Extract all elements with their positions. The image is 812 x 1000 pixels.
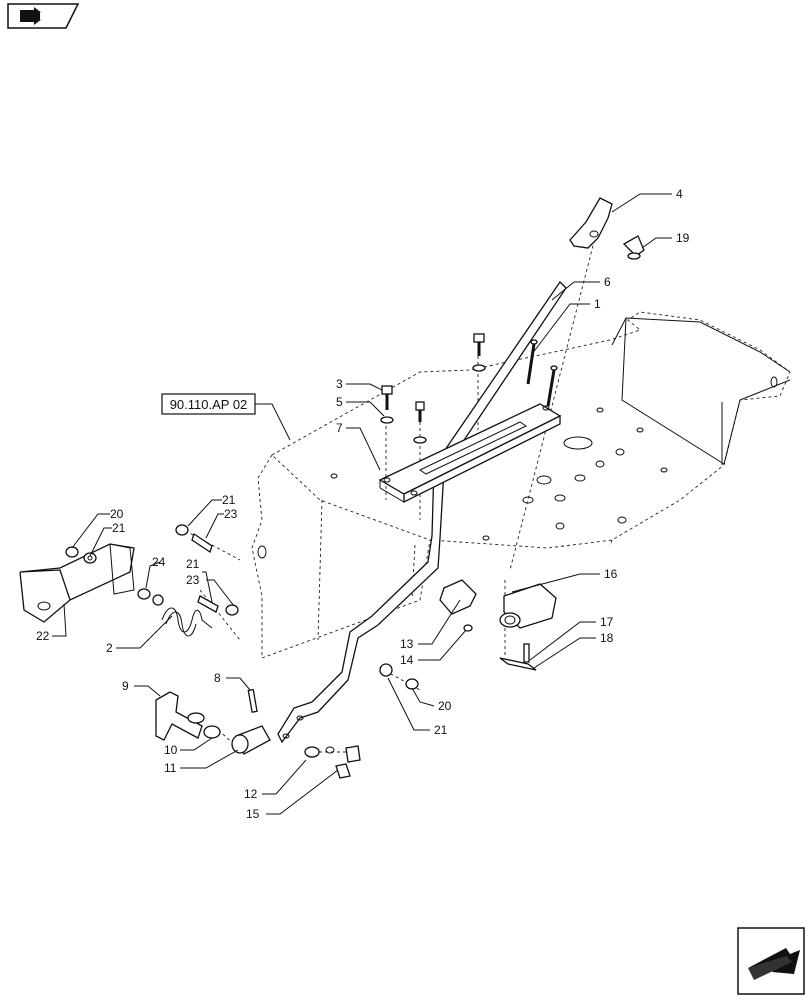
- callout-labels: 4 19 6 1 3 5 7 16 17 18 13 14 20 21 12 1…: [36, 187, 690, 821]
- lever-knob[interactable]: [569, 197, 613, 249]
- callout-10: 10: [164, 743, 178, 757]
- callout-3: 3: [336, 377, 343, 391]
- nut-20-right[interactable]: [379, 663, 419, 690]
- callout-6: 6: [604, 275, 611, 289]
- bushing-11[interactable]: [231, 725, 271, 755]
- callout-12: 12: [244, 787, 258, 801]
- bolt-15[interactable]: [335, 745, 361, 779]
- washer-24[interactable]: [137, 588, 164, 606]
- callout-23-upper: 23: [224, 507, 238, 521]
- gate-plate[interactable]: [378, 403, 562, 504]
- callout-4: 4: [676, 187, 683, 201]
- bracket-13[interactable]: [439, 579, 477, 632]
- reference-box[interactable]: 90.110.AP 02: [161, 393, 291, 441]
- callout-21-middle: 21: [186, 557, 200, 571]
- pin-9[interactable]: [155, 691, 205, 741]
- screw-19[interactable]: [622, 235, 645, 260]
- callout-21-right: 21: [434, 723, 448, 737]
- bushing-10[interactable]: [203, 725, 221, 739]
- callout-24: 24: [152, 555, 166, 569]
- washer-12[interactable]: [304, 746, 335, 758]
- shift-lever[interactable]: [277, 280, 567, 744]
- nut-20-left[interactable]: [65, 546, 97, 564]
- book-arrow-icon[interactable]: [7, 3, 80, 29]
- spring-2[interactable]: [161, 607, 213, 637]
- callout-13: 13: [400, 637, 414, 651]
- callout-19: 19: [676, 231, 690, 245]
- callout-7: 7: [336, 421, 343, 435]
- callout-18: 18: [600, 631, 614, 645]
- callout-23-lower: 23: [186, 573, 200, 587]
- callout-21-upper: 21: [222, 493, 236, 507]
- callout-20-right: 20: [438, 699, 452, 713]
- callout-15: 15: [246, 807, 260, 821]
- bolt-23-lower[interactable]: [197, 595, 239, 616]
- callout-16: 16: [604, 567, 618, 581]
- bolt-23-upper[interactable]: [175, 524, 213, 554]
- callout-14: 14: [400, 653, 414, 667]
- callout-20-left: 20: [110, 507, 124, 521]
- bolt-3[interactable]: [381, 333, 485, 422]
- plate-18[interactable]: [499, 657, 537, 671]
- bracket-22[interactable]: [19, 543, 135, 623]
- washer-5[interactable]: [380, 364, 486, 444]
- switch-16[interactable]: [499, 583, 557, 629]
- callout-9: 9: [122, 679, 129, 693]
- next-page-arrow-icon[interactable]: [737, 927, 805, 995]
- callout-22: 22: [36, 629, 50, 643]
- callout-8: 8: [214, 671, 221, 685]
- callout-2: 2: [106, 641, 113, 655]
- callout-5: 5: [336, 395, 343, 409]
- callout-17: 17: [600, 615, 614, 629]
- callout-11: 11: [164, 761, 177, 775]
- pin-17[interactable]: [523, 643, 530, 663]
- leader-lines: [52, 193, 672, 815]
- pin-8[interactable]: [247, 688, 258, 713]
- reference-box-label: 90.110.AP 02: [170, 397, 248, 412]
- callout-21-left: 21: [112, 521, 126, 535]
- long-screws[interactable]: [526, 339, 558, 407]
- callout-1: 1: [594, 297, 601, 311]
